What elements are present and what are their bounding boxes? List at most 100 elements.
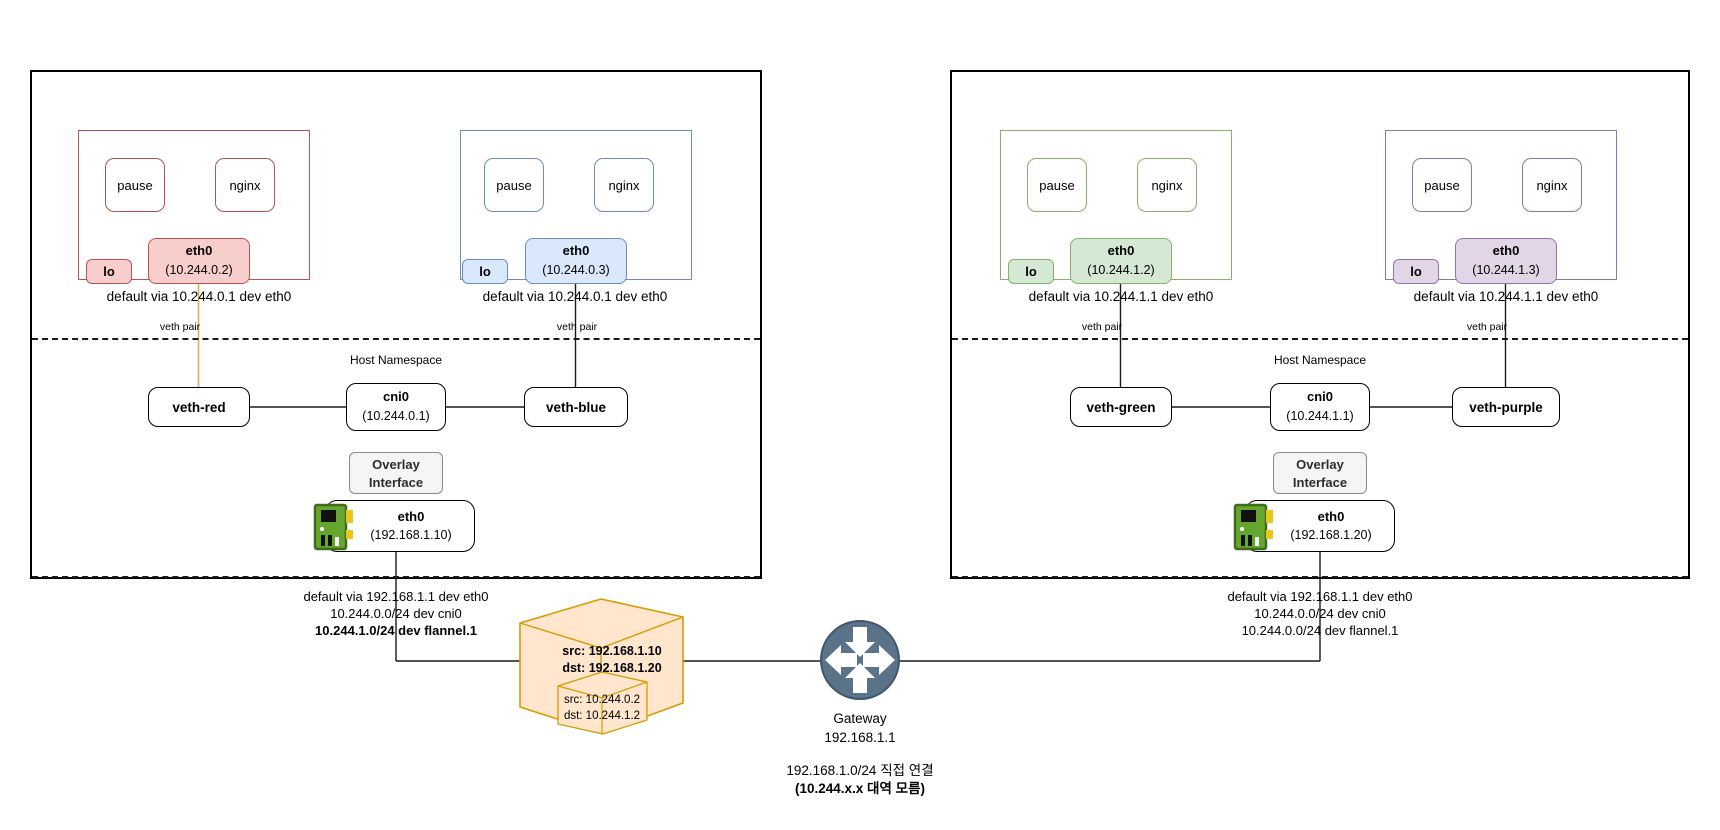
pod-green-lo-interface: lo [1008, 259, 1054, 284]
host-eth0-text: eth0 (192.168.1.10) [348, 507, 474, 545]
overlay-line1: Overlay [1296, 457, 1344, 472]
lo-label: lo [103, 264, 115, 279]
veth-label: veth-purple [1469, 399, 1543, 415]
veth-pair-label-red: veth pair [159, 321, 201, 333]
container-pause-purple: pause [1412, 158, 1472, 212]
gateway-note-line1: 192.168.1.0/24 직접 연결 [786, 763, 934, 778]
router-arrow-right [863, 645, 895, 675]
gateway-note-line2: (10.244.x.x 대역 모름) [795, 781, 925, 796]
veth-label: veth-green [1086, 399, 1156, 415]
container-pause-green: pause [1027, 158, 1087, 212]
node1-host-eth0-interface: eth0 (192.168.1.10) [325, 500, 475, 552]
pod-red-eth0-interface: eth0 (10.244.0.2) [148, 238, 250, 284]
veth-pair-label-purple: veth pair [1466, 321, 1508, 333]
interface-name: eth0 [397, 508, 425, 524]
node2-host-eth0-interface: eth0 (192.168.1.20) [1245, 500, 1395, 552]
pod-blue-lo-interface: lo [462, 259, 508, 284]
container-pause-blue: pause [484, 158, 544, 212]
interface-ip: (10.244.0.2) [165, 262, 233, 277]
router-arrow-up [845, 663, 875, 693]
interface-ip: (10.244.0.3) [542, 262, 610, 277]
container-nginx-purple: nginx [1522, 158, 1582, 212]
pod-red-lo-interface: lo [86, 259, 132, 284]
node1-route-1: default via 192.168.1.1 dev eth0 [303, 589, 489, 604]
overlay-line1: Overlay [372, 457, 420, 472]
container-nginx-red: nginx [215, 158, 275, 212]
cni0-bridge-node1: cni0 (10.244.0.1) [346, 383, 446, 431]
interface-name: eth0 [1317, 508, 1345, 524]
bridge-name: cni0 [1306, 389, 1333, 404]
container-pause-red: pause [105, 158, 165, 212]
interface-name: eth0 [185, 243, 213, 258]
node2-namespace-separator [952, 338, 1688, 340]
node-2 [950, 70, 1690, 579]
nic-icon-node1 [313, 503, 353, 551]
veth-purple-box: veth-purple [1452, 387, 1560, 427]
veth-pair-label-blue: veth pair [556, 321, 598, 333]
interface-ip: (10.244.1.3) [1472, 262, 1540, 277]
pod-red-default-route: default via 10.244.0.1 dev eth0 [106, 289, 292, 304]
node2-route-1: default via 192.168.1.1 dev eth0 [1227, 589, 1413, 604]
pod-blue-default-route: default via 10.244.0.1 dev eth0 [482, 289, 668, 304]
node1-namespace-separator [32, 338, 760, 340]
node1-route-2: 10.244.0.0/24 dev cni0 [330, 606, 462, 621]
interface-name: eth0 [562, 243, 590, 258]
node1-host-namespace-label: Host Namespace [349, 353, 443, 367]
cni0-bridge-node2: cni0 (10.244.1.1) [1270, 383, 1370, 431]
lo-label: lo [1025, 264, 1037, 279]
gateway-label: Gateway [833, 711, 887, 726]
router-circle [820, 620, 900, 700]
packet-inner-dst: dst: 10.244.1.2 [563, 710, 641, 722]
router-icon [820, 620, 900, 700]
veth-label: veth-red [172, 399, 226, 415]
packet-inner-src: src: 10.244.0.2 [563, 694, 641, 706]
packet-outer-src: src: 192.168.1.10 [562, 644, 662, 658]
node2-bottom-dashed-border [952, 576, 1688, 578]
interface-name: eth0 [1492, 243, 1520, 258]
veth-blue-box: veth-blue [524, 387, 628, 427]
container-label: pause [1039, 177, 1075, 193]
pod-purple-eth0-interface: eth0 (10.244.1.3) [1455, 238, 1557, 284]
node1-route-3: 10.244.1.0/24 dev flannel.1 [315, 623, 477, 638]
container-nginx-blue: nginx [594, 158, 654, 212]
veth-red-box: veth-red [148, 387, 250, 427]
interface-ip: (10.244.1.2) [1087, 262, 1155, 277]
node-1 [30, 70, 762, 579]
veth-green-box: veth-green [1070, 387, 1172, 427]
overlay-line2: Interface [1292, 475, 1348, 491]
lo-label: lo [479, 264, 491, 279]
node1-bottom-dashed-border [32, 576, 760, 578]
nic-icon-node2 [1233, 503, 1273, 551]
overlay-interface-note-node2: Overlay Interface [1273, 452, 1367, 494]
packet-outer-dst: dst: 192.168.1.20 [562, 661, 662, 675]
container-label: nginx [1536, 177, 1568, 193]
interface-ip: (192.168.1.10) [370, 528, 452, 543]
container-label: pause [496, 177, 532, 193]
pod-green-eth0-interface: eth0 (10.244.1.2) [1070, 238, 1172, 284]
overlay-line2: Interface [368, 475, 424, 491]
gateway-ip: 192.168.1.1 [824, 730, 896, 745]
node2-route-2: 10.244.0.0/24 dev cni0 [1254, 606, 1386, 621]
container-label: nginx [1151, 177, 1183, 193]
container-label: pause [1424, 177, 1460, 193]
bridge-ip: (10.244.1.1) [1286, 408, 1354, 423]
pod-purple-default-route: default via 10.244.1.1 dev eth0 [1413, 289, 1599, 304]
packet-cube-inner-edges [557, 681, 648, 734]
bridge-name: cni0 [382, 389, 409, 404]
router-arrow-down [845, 627, 875, 657]
container-label: nginx [608, 177, 640, 193]
pod-blue-eth0-interface: eth0 (10.244.0.3) [525, 238, 627, 284]
packet-cube [519, 598, 684, 735]
interface-ip: (192.168.1.20) [1290, 528, 1372, 543]
lo-label: lo [1410, 264, 1422, 279]
container-nginx-green: nginx [1137, 158, 1197, 212]
router-arrow-left [825, 645, 857, 675]
pod-green-default-route: default via 10.244.1.1 dev eth0 [1028, 289, 1214, 304]
overlay-interface-note-node1: Overlay Interface [349, 452, 443, 494]
container-label: pause [117, 177, 153, 193]
container-label: nginx [229, 177, 261, 193]
veth-pair-label-green: veth pair [1081, 321, 1123, 333]
bridge-ip: (10.244.0.1) [362, 408, 430, 423]
node2-host-namespace-label: Host Namespace [1273, 353, 1367, 367]
